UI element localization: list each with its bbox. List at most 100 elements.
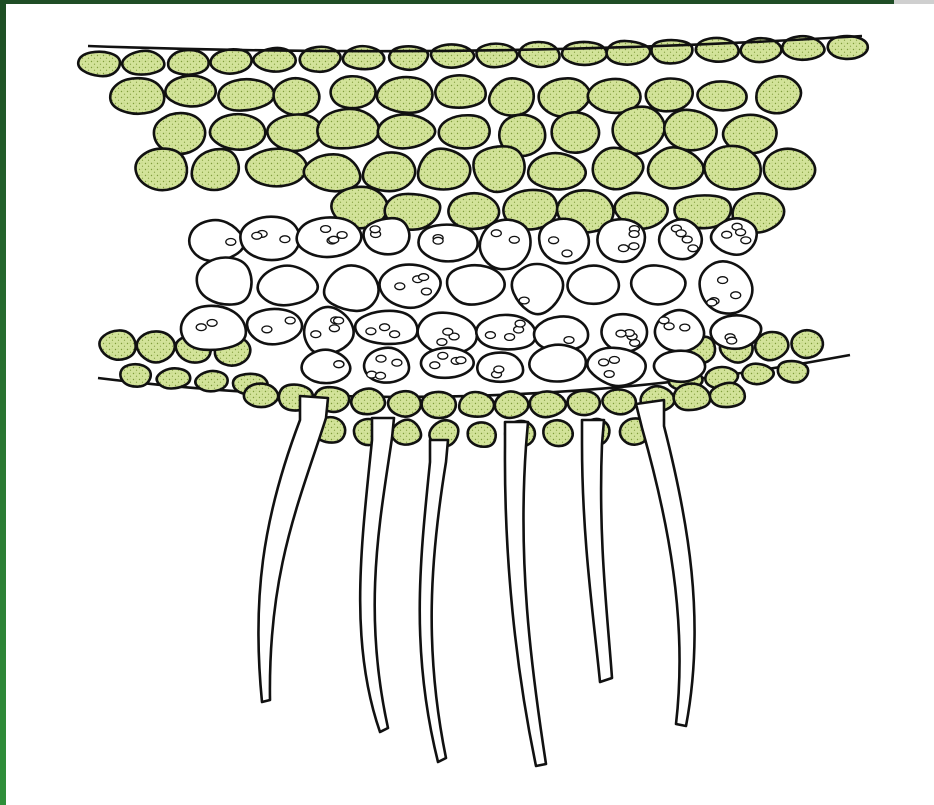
chlorenchyma-cell [756,76,801,113]
lower-epidermal-cell [391,420,421,445]
starch-granule [727,337,737,344]
epidermal-cell [562,42,607,65]
lower-epidermal-cell [468,422,496,446]
starch-granule [196,324,206,331]
starch-granule [370,226,380,233]
chlorenchyma-cell [244,384,278,408]
starch-granule [456,357,466,364]
chlorenchyma-cell [210,114,265,150]
chlorenchyma-cell [195,371,227,391]
chlorenchyma-cell [363,152,415,191]
starch-granule [311,331,321,338]
starch-granule [376,355,386,362]
chlorenchyma-cell [246,149,307,187]
starch-granule [337,232,347,239]
starch-granule [334,361,344,368]
starch-granule [718,277,728,284]
chlorenchyma-cell [388,391,421,417]
chlorenchyma-cell [710,383,745,407]
starch-granule [629,231,639,238]
chlorenchyma-cell [317,109,378,148]
chlorenchyma-cell [674,384,711,411]
rhizoid [360,418,394,732]
epidermal-cell [519,42,559,67]
starch-granule [707,299,717,306]
epidermal-cell [211,49,252,73]
chlorenchyma-cell [613,107,665,154]
epidermal-cell [431,44,474,67]
chlorenchyma-cell [459,392,494,417]
starch-granule [616,330,626,337]
storage-cell [655,310,704,352]
chlorenchyma-cell [742,364,773,384]
chlorenchyma-cell [602,389,635,414]
starch-granule [519,297,529,304]
rhizoid [636,400,695,726]
chlorenchyma-cell [422,392,456,418]
chlorenchyma-cell [528,153,586,189]
starch-granule [329,325,339,332]
chlorenchyma-cell [157,368,191,388]
storage-cell [304,307,354,354]
chlorenchyma-cell [274,78,320,115]
starch-granule [604,371,614,378]
storage-cell [197,258,252,305]
starch-granule [262,326,272,333]
chlorenchyma-cell [648,147,704,188]
starch-granule [599,359,609,366]
storage-cell [568,266,619,304]
starch-granule [688,245,698,252]
starch-granule [280,236,290,243]
chlorenchyma-cell [135,149,187,191]
storage-cell [529,345,586,382]
chlorenchyma-cell [764,149,815,189]
starch-granule [437,339,447,346]
storage-cell [631,265,685,304]
lower-epidermal-cell [543,420,572,446]
starch-granule [226,239,236,246]
starch-granule [731,292,741,299]
chlorenchyma-cell [495,391,529,418]
chlorenchyma-cell [552,112,599,152]
chlorenchyma-cell [351,389,385,415]
starch-granule [494,366,504,373]
chlorenchyma-cell [704,146,760,189]
epidermal-cell [696,38,739,62]
storage-cell [247,309,302,344]
starch-granule [630,340,640,347]
chlorenchyma-cell [120,364,150,387]
rhizoid [258,396,328,702]
storage-cell [324,265,379,310]
starch-granule [334,317,344,324]
storage-layer [181,217,761,386]
starch-granule [609,357,619,364]
epidermal-cell [828,36,868,59]
storage-cell [654,351,705,382]
starch-granule [395,283,405,290]
chlorenchyma-cell [418,149,470,190]
epidermal-cell [122,51,164,75]
chlorenchyma-cell [218,79,274,110]
storage-cell [700,261,753,313]
starch-granule [491,230,501,237]
starch-granule [664,323,674,330]
storage-cell [258,266,318,306]
chlorenchyma-cell [165,76,215,107]
starch-granule [741,237,751,244]
rhizoid [582,420,612,682]
chlorenchyma-cell [489,78,534,115]
storage-cell [512,264,563,314]
epidermal-cell [168,50,209,75]
starch-granule [376,372,386,379]
chlorenchyma-cell [439,115,490,148]
chlorenchyma-cell [568,391,600,415]
storage-cell [711,315,762,349]
chlorenchyma-cell [530,391,566,417]
storage-cell [659,219,702,259]
chlorenchyma-cell [377,77,433,113]
storage-cell [364,218,410,254]
starch-granule [680,324,690,331]
chlorenchyma-cell [192,149,239,190]
chlorenchyma-cell [646,79,693,112]
